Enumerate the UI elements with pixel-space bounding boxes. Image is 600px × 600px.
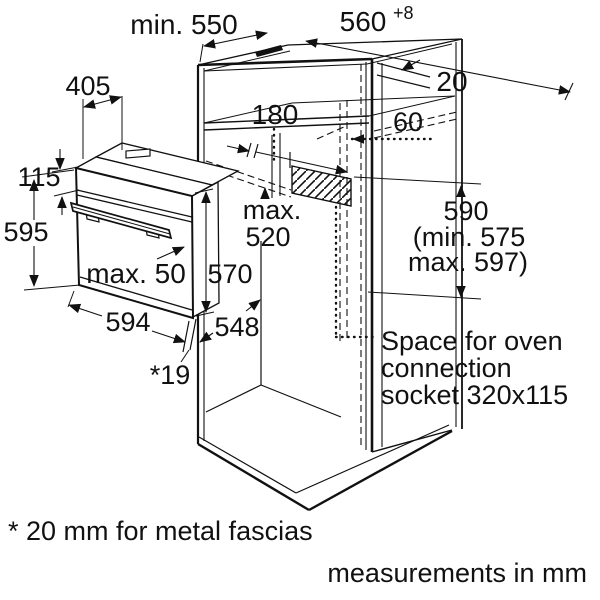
dim-label-oven-height: 595 [3,217,48,247]
cabinet-shelf [203,95,456,131]
socket-space-hatch [291,165,352,207]
hidden-edges [205,64,458,448]
socket-note-line2: connection [381,353,512,383]
cabinet-plinth [197,424,453,512]
socket-note-line3: socket 320x115 [381,380,568,410]
dim-label-upper-compartment: 180 [252,99,299,130]
oven-vent-bump [125,148,151,159]
oven-handle [69,201,173,240]
dimension-lines [21,30,574,363]
dim-label-niche-width-tolerance: +8 [393,3,414,23]
dim-label-fascia-offset: *19 [150,360,191,390]
dim-label-niche-height-min: (min. 575 [413,222,526,252]
dim-label-recess-depth-prefix: max. [243,195,302,225]
dim-label-oven-body-height: 570 [207,259,252,289]
dim-label-rear-clearance: 60 [393,107,423,137]
footnote-metal-fascias: * 20 mm for metal fascias [8,516,313,546]
dim-label-niche-inner-width: 548 [214,312,259,342]
dim-label-niche-width: 560 [340,6,387,37]
dim-label-top-clearance: 20 [436,66,467,97]
door-bottom-line [79,276,193,311]
dim-label-niche-height-max: max. 597) [408,247,528,277]
units-note: measurements in mm [327,558,587,588]
control-panel-divider [76,189,193,218]
dim-label-oven-width: 594 [105,307,150,337]
dim-label-recess-depth: 520 [245,222,290,252]
panel-section-wedge [255,45,283,57]
socket-note-line1: Space for oven [381,326,563,356]
oven-front-face [74,166,195,320]
dim-label-oven-top-depth: 405 [65,71,110,101]
dim-label-niche-height: 590 [443,196,488,226]
oven [69,142,240,320]
dim-label-fascia-clearance: max. 50 [86,258,186,289]
dim-label-control-panel-height: 115 [17,162,60,192]
dim-label-min-depth: min. 550 [130,9,237,40]
cabinet-base-interior [205,241,342,418]
